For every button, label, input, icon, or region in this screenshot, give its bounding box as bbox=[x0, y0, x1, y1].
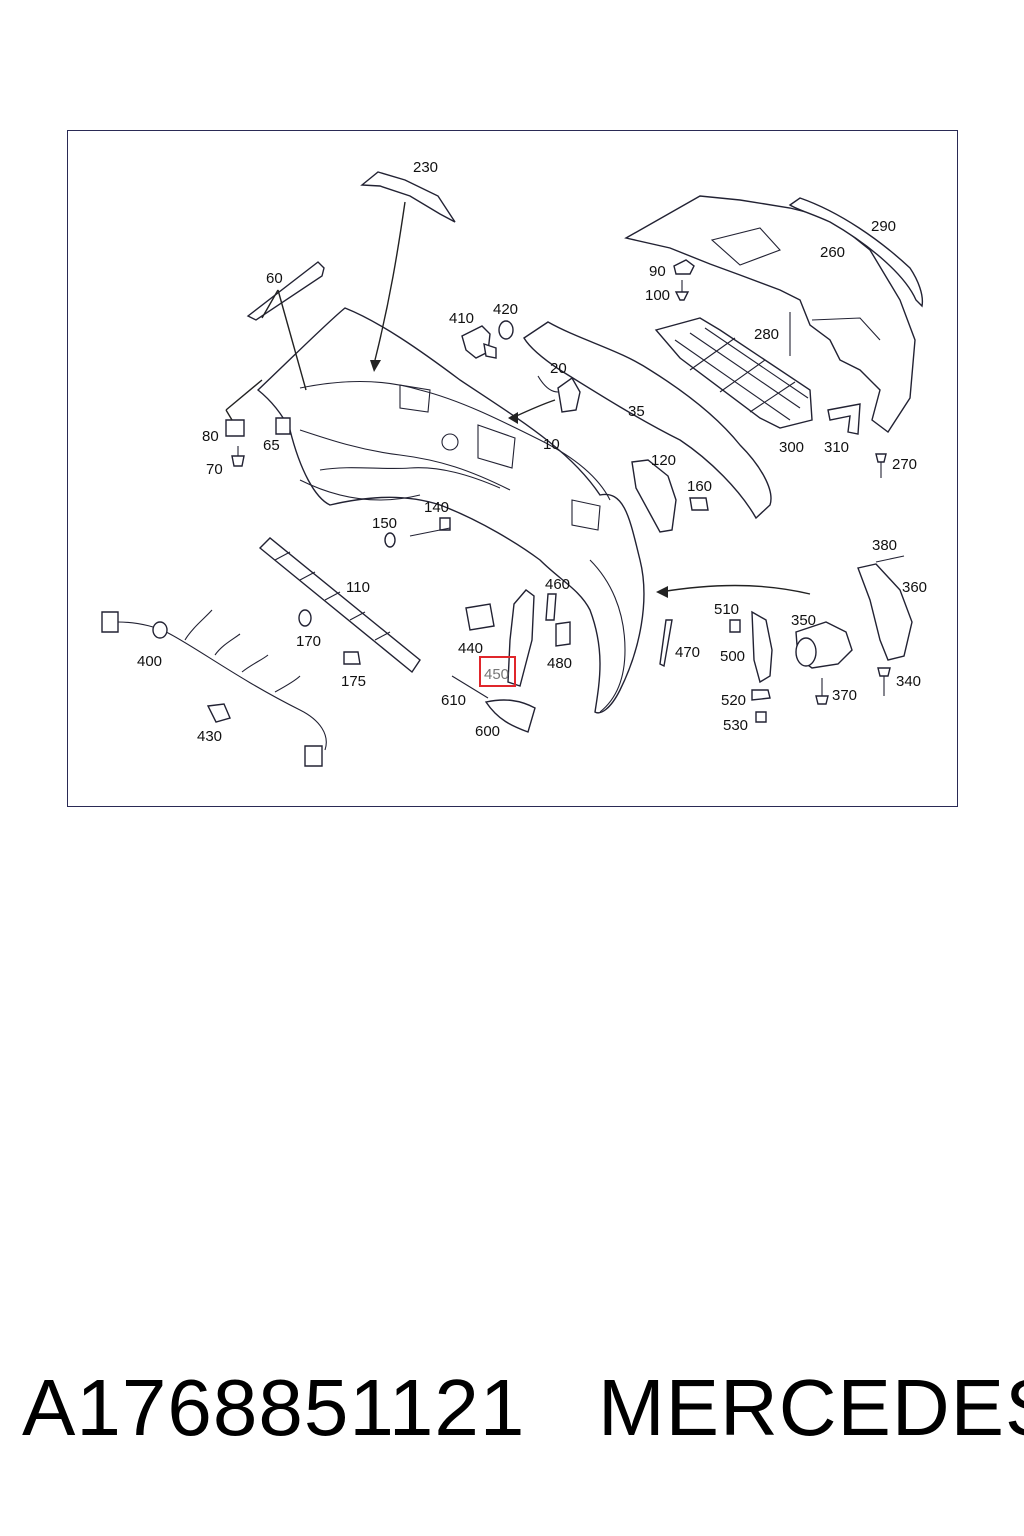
callout-110: 110 bbox=[346, 579, 370, 596]
callout-420: 420 bbox=[493, 301, 518, 318]
callout-400: 400 bbox=[137, 653, 162, 670]
callout-175: 175 bbox=[341, 673, 366, 690]
part-strip-610 bbox=[451, 675, 489, 699]
callout-160: 160 bbox=[687, 478, 712, 495]
part-strip-470 bbox=[659, 619, 673, 668]
part-grid-300 bbox=[654, 317, 813, 429]
part-reinforcement-35 bbox=[523, 321, 772, 520]
callout-600: 600 bbox=[475, 723, 500, 740]
part-screw-70 bbox=[231, 446, 245, 467]
part-bracket-450 bbox=[507, 589, 535, 687]
callout-340: 340 bbox=[896, 673, 921, 690]
callout-260: 260 bbox=[820, 244, 845, 261]
part-bolt-140 bbox=[409, 517, 451, 537]
part-wiring-harness-400 bbox=[101, 609, 327, 767]
callout-470: 470 bbox=[675, 644, 700, 661]
callout-100: 100 bbox=[645, 287, 670, 304]
callout-65: 65 bbox=[263, 437, 280, 454]
part-washer-150 bbox=[384, 532, 396, 548]
callout-510: 510 bbox=[714, 601, 739, 618]
part-sensor-410 bbox=[461, 325, 497, 359]
callout-530: 530 bbox=[723, 717, 748, 734]
part-cover-600 bbox=[484, 699, 536, 733]
part-nut-160 bbox=[689, 497, 709, 511]
callout-120: 120 bbox=[651, 452, 676, 469]
part-bracket-360 bbox=[857, 563, 913, 661]
callout-520: 520 bbox=[721, 692, 746, 709]
part-clip-520 bbox=[751, 689, 771, 701]
callout-480: 480 bbox=[547, 655, 572, 672]
callout-10: 10 bbox=[543, 436, 560, 453]
callout-280: 280 bbox=[754, 326, 779, 343]
part-clip-510 bbox=[729, 619, 741, 633]
part-clip-460 bbox=[545, 593, 557, 621]
part-bolt-370 bbox=[815, 678, 829, 705]
part-sensor-430 bbox=[206, 703, 231, 723]
part-clip-65 bbox=[275, 417, 291, 435]
callout-150: 150 bbox=[372, 515, 397, 532]
callout-310: 310 bbox=[824, 439, 849, 456]
callout-60: 60 bbox=[266, 270, 283, 287]
callout-360: 360 bbox=[902, 579, 927, 596]
part-trim-strip-290 bbox=[788, 197, 924, 308]
callout-610: 610 bbox=[441, 692, 466, 709]
part-tow-cover-20 bbox=[537, 375, 581, 413]
callout-90: 90 bbox=[649, 263, 666, 280]
part-clip-80 bbox=[225, 419, 245, 437]
part-bolt-340 bbox=[877, 667, 891, 696]
part-tow-socket-350 bbox=[795, 621, 853, 669]
callout-450: 450 bbox=[484, 666, 509, 683]
part-clip-90 bbox=[673, 259, 695, 275]
part-screw-530 bbox=[755, 711, 767, 723]
callout-170: 170 bbox=[296, 633, 321, 650]
callout-labels: 10 20 35 60 65 70 80 90 100 110 120 140 … bbox=[137, 159, 927, 745]
callout-290: 290 bbox=[871, 218, 896, 235]
part-bumper-cover bbox=[256, 307, 645, 714]
leader-lines bbox=[225, 289, 307, 421]
part-absorber-110 bbox=[258, 537, 421, 674]
part-module-440 bbox=[465, 603, 495, 631]
callout-380: 380 bbox=[872, 537, 897, 554]
part-230 bbox=[360, 171, 456, 223]
callout-20: 20 bbox=[550, 360, 567, 377]
part-number-caption: A1768851121 bbox=[22, 1363, 526, 1452]
part-nut-175 bbox=[343, 651, 361, 665]
callout-300: 300 bbox=[779, 439, 804, 456]
part-bracket-310 bbox=[827, 403, 861, 435]
callout-430: 430 bbox=[197, 728, 222, 745]
callout-270: 270 bbox=[892, 456, 917, 473]
part-trim-strip-60 bbox=[246, 261, 325, 321]
part-ring-420 bbox=[498, 320, 514, 340]
callout-35: 35 bbox=[628, 403, 645, 420]
callout-140: 140 bbox=[424, 499, 449, 516]
assembly-arrows bbox=[370, 201, 811, 598]
callout-440: 440 bbox=[458, 640, 483, 657]
callout-highlight-box bbox=[479, 656, 516, 687]
callout-460: 460 bbox=[545, 576, 570, 593]
part-bracket-500 bbox=[751, 610, 773, 684]
part-clip-480 bbox=[555, 621, 571, 647]
part-clip-170 bbox=[298, 609, 312, 627]
callout-70: 70 bbox=[206, 461, 223, 478]
callout-500: 500 bbox=[720, 648, 745, 665]
part-screw-100 bbox=[674, 280, 690, 301]
callout-80: 80 bbox=[202, 428, 219, 445]
brand-caption: MERCEDES bbox=[598, 1363, 1024, 1452]
callout-410: 410 bbox=[449, 310, 474, 327]
callout-370: 370 bbox=[832, 687, 857, 704]
part-pin-380 bbox=[875, 555, 905, 563]
part-reflector-120 bbox=[631, 459, 677, 533]
callout-230: 230 bbox=[413, 159, 438, 176]
callout-350: 350 bbox=[791, 612, 816, 629]
part-rivet-270 bbox=[875, 453, 887, 478]
